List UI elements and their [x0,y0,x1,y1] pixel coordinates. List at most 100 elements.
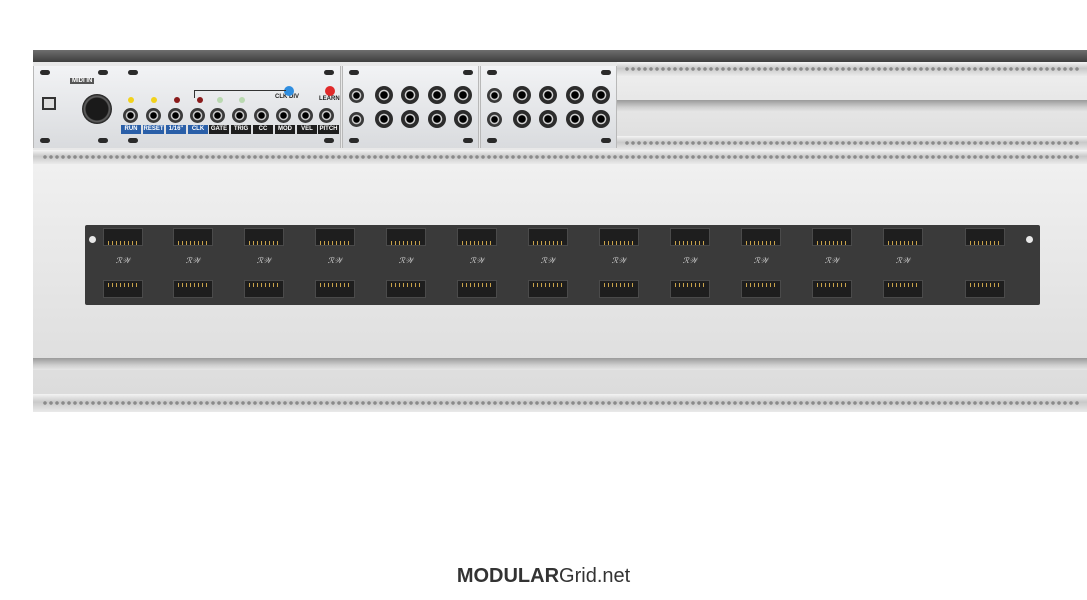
bus-header-top [173,228,213,246]
screw [128,138,138,143]
bus-header-top [386,228,426,246]
jack-reset[interactable] [146,108,161,123]
busboard-logo-glyph: ℛ𝒲 [327,256,343,265]
bus-pins [533,283,563,287]
bus-connector-pair: ℛ𝒲 [95,222,151,308]
jack-label-gate: GATE [209,125,229,134]
jack-trig[interactable] [232,108,247,123]
midi-interface-module[interactable]: MIDI IN CLK DIV LEARN [33,66,341,148]
bus-header-top [883,228,923,246]
bus-pins [249,241,279,245]
jack-sixteenth[interactable] [168,108,183,123]
mult1-jack[interactable] [428,86,446,104]
reset-led [151,97,157,103]
bus-header-top [670,228,710,246]
bus-header-bottom [103,280,143,298]
bus-pins [970,283,1000,287]
bus-header-bottom [315,280,355,298]
bus-header-bottom [965,280,1005,298]
busboard-logo-glyph: ℛ𝒲 [469,256,485,265]
busboard-logo-glyph: ℛ𝒲 [611,256,627,265]
multiple-module-1[interactable] [342,66,479,148]
bus-header-top [741,228,781,246]
jack-vel[interactable] [298,108,313,123]
jack-gate[interactable] [210,108,225,123]
bus-pins [178,283,208,287]
usb-port-icon[interactable] [42,97,56,110]
bus-header-bottom [741,280,781,298]
jack-clk[interactable] [190,108,205,123]
bus-header-top [599,228,639,246]
jack-cc[interactable] [254,108,269,123]
case-top-lid [33,50,1087,62]
midi-din-socket[interactable] [82,94,112,124]
clk-div-label: CLK DIV [275,94,299,100]
mult1-jack[interactable] [428,110,446,128]
bus-pins [817,283,847,287]
bus-header-bottom [173,280,213,298]
mult2-jack-in-a[interactable] [487,88,502,103]
bus-pins [462,283,492,287]
bus-connector-pair: ℛ𝒲 [165,222,221,308]
mult2-jack[interactable] [539,110,557,128]
mult1-jack[interactable] [375,110,393,128]
middle-rail [33,150,1087,164]
bus-pins [746,283,776,287]
mult1-jack-in-b[interactable] [349,112,364,127]
mult2-jack[interactable] [566,86,584,104]
clk-div-line [194,90,195,98]
upper-bottom-rail [617,136,1087,150]
mult2-jack[interactable] [592,110,610,128]
mult1-jack[interactable] [454,86,472,104]
screw [349,70,359,75]
jack-pitch[interactable] [319,108,334,123]
bus-header-bottom [883,280,923,298]
bus-pins [746,241,776,245]
busboard-logo-glyph: ℛ𝒲 [115,256,131,265]
learn-button[interactable] [325,86,335,96]
screw [40,70,50,75]
jack-label-cc: CC [253,125,273,134]
jack-mod[interactable] [276,108,291,123]
mult1-jack[interactable] [375,86,393,104]
bus-header-top [965,228,1005,246]
jack-label-clk: CLK [188,125,208,134]
mult2-jack[interactable] [566,110,584,128]
screw [463,70,473,75]
multiple-module-2[interactable] [480,66,617,148]
bus-connector-pair [957,222,1013,308]
bus-pins [817,241,847,245]
mult1-jack[interactable] [401,86,419,104]
bus-header-bottom [528,280,568,298]
rail-holes [43,401,1081,405]
bus-pins [249,283,279,287]
screw [601,138,611,143]
bus-pins [675,241,705,245]
mult2-jack[interactable] [513,110,531,128]
clk-led [197,97,203,103]
logo-regular: Grid.net [559,565,631,587]
jack-run[interactable] [123,108,138,123]
rail-holes [43,155,1081,159]
mult2-jack-in-b[interactable] [487,112,502,127]
bus-pins [888,241,918,245]
bus-header-bottom [812,280,852,298]
bus-header-top [457,228,497,246]
mult1-jack-in-a[interactable] [349,88,364,103]
clk-div-button[interactable] [284,86,294,96]
bus-pins [462,241,492,245]
bus-pins [675,283,705,287]
screw [463,138,473,143]
screw [601,70,611,75]
mult1-jack[interactable] [454,110,472,128]
mult2-jack[interactable] [513,86,531,104]
bus-connector-pair: ℛ𝒲 [378,222,434,308]
mult2-jack[interactable] [539,86,557,104]
mult2-jack[interactable] [592,86,610,104]
screw [349,138,359,143]
screw [98,70,108,75]
learn-label: LEARN [319,96,340,102]
jack-label-mod: MOD [275,125,295,134]
mult1-jack[interactable] [401,110,419,128]
clk-div-line [194,90,286,91]
